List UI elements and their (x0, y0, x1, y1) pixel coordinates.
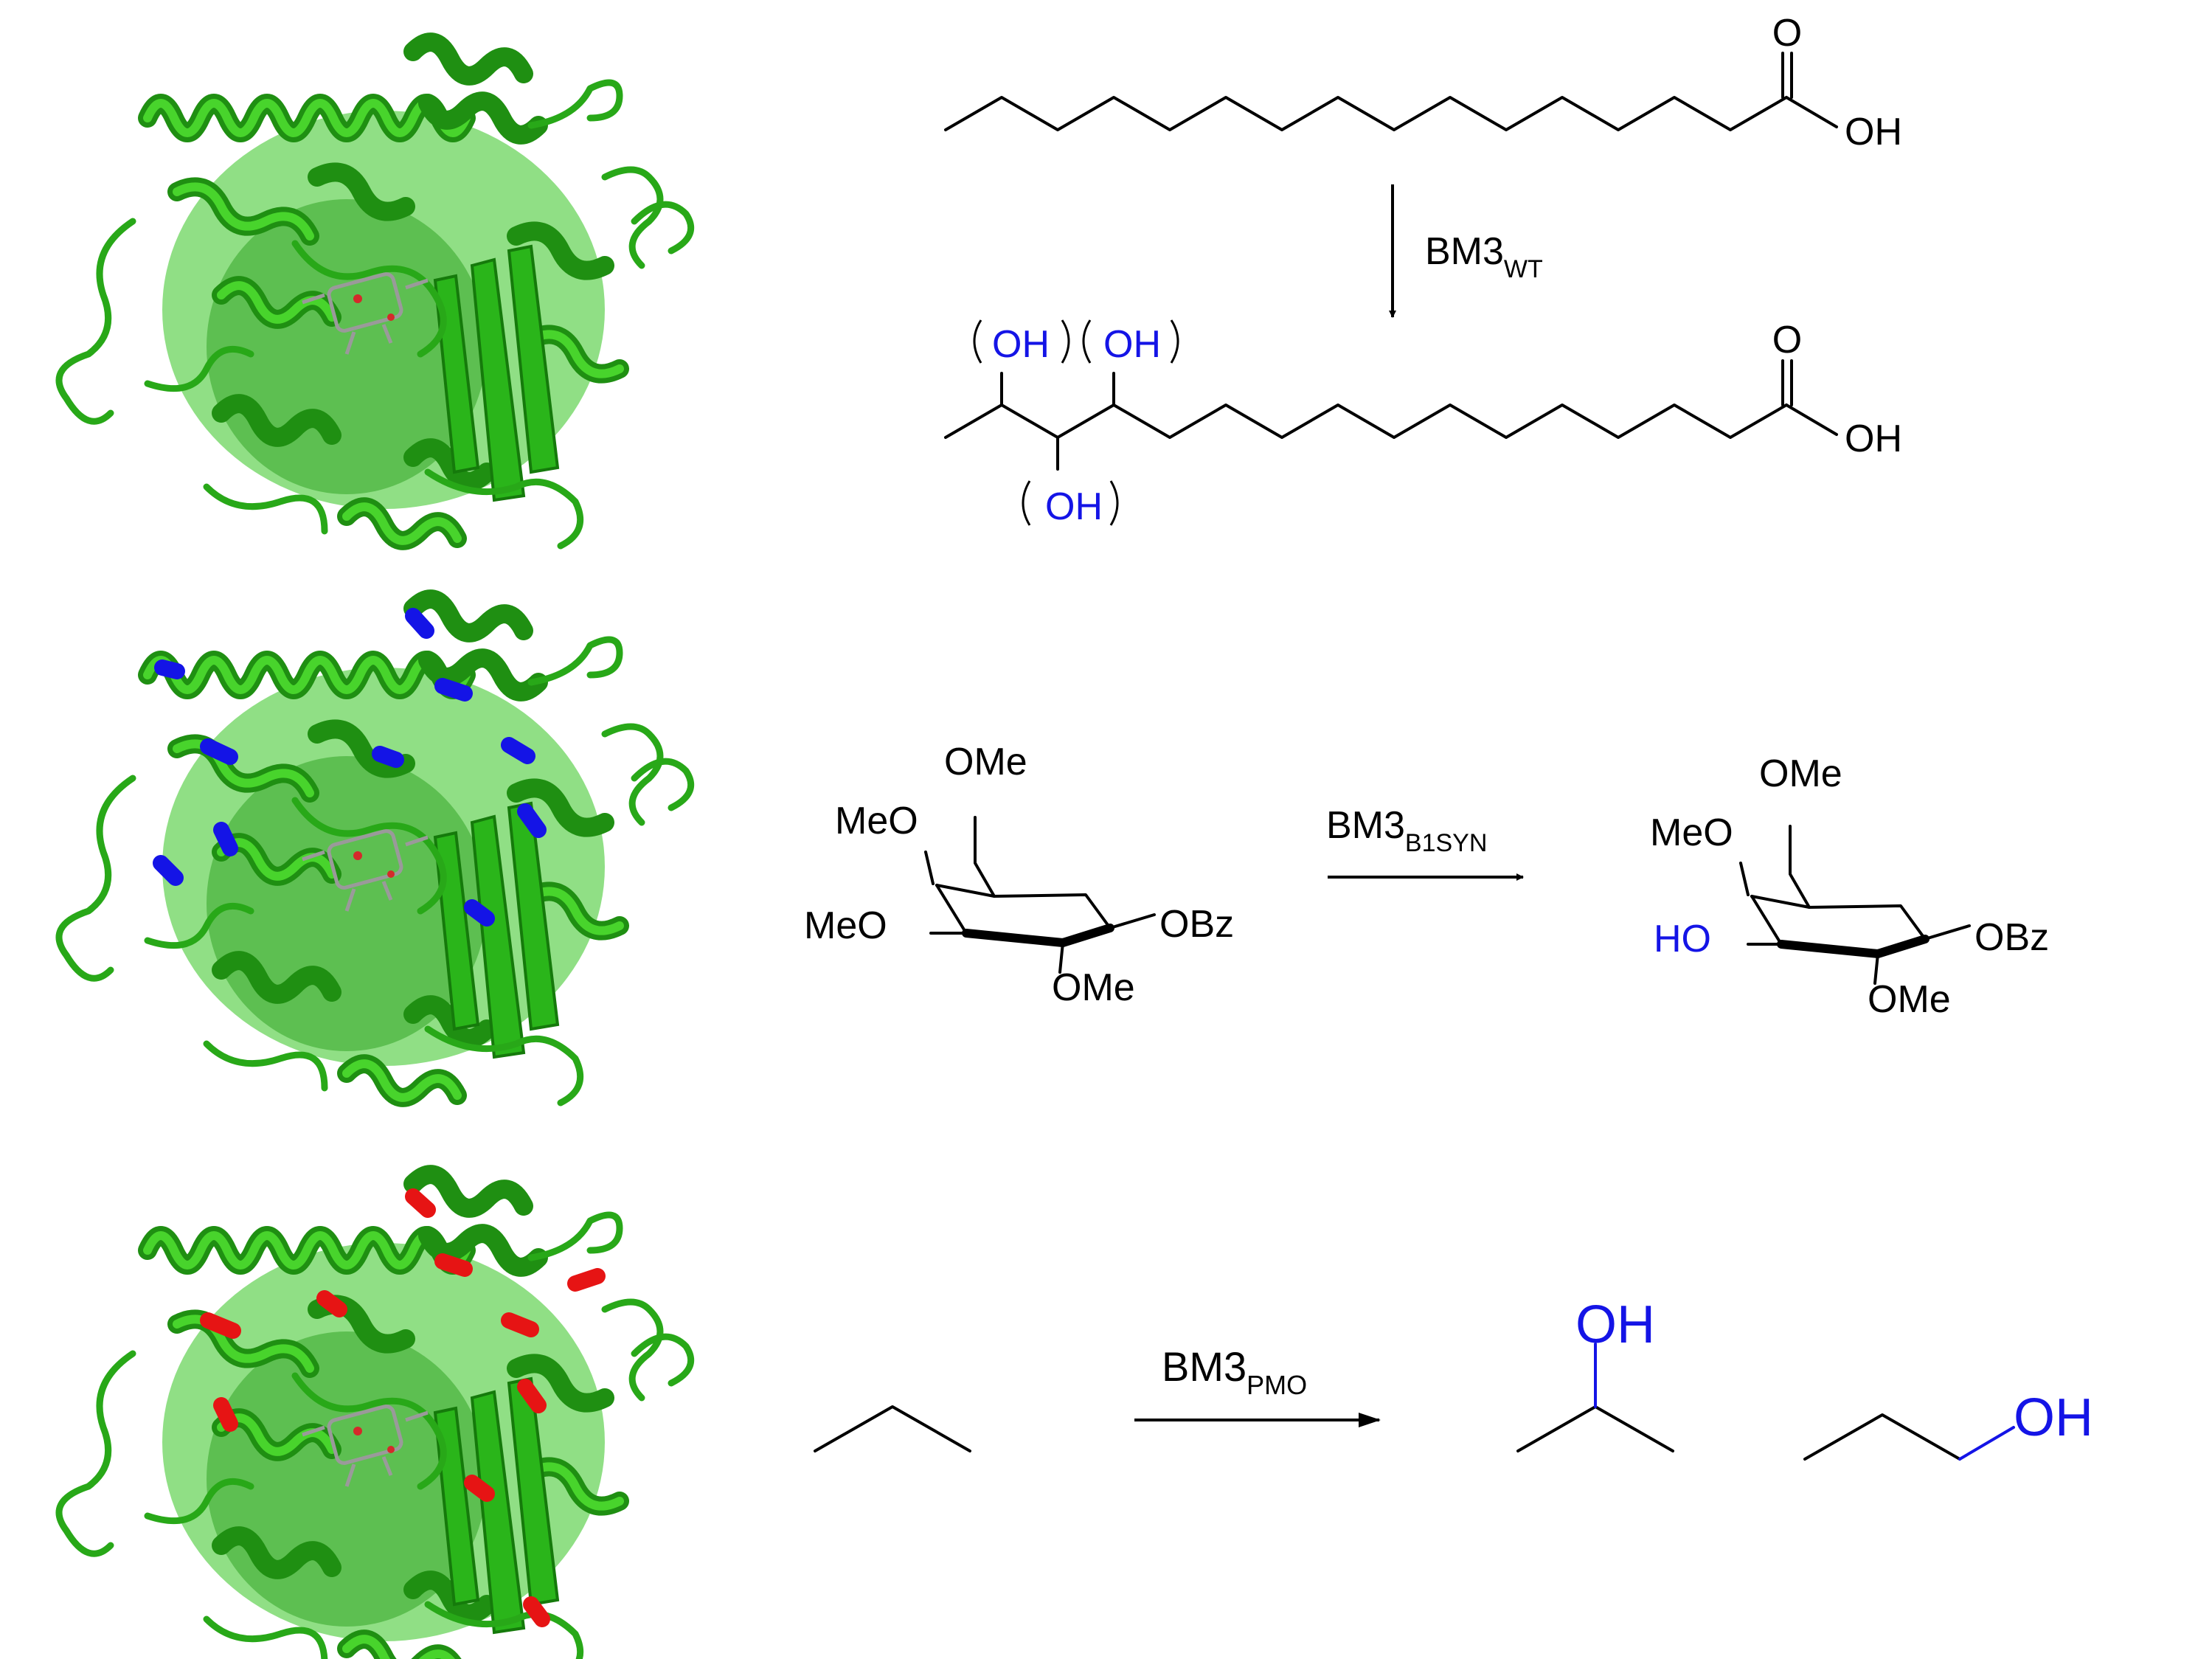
sub-left-lower-meo: MeO (804, 904, 887, 947)
sub-bottom-ome: OMe (1052, 966, 1135, 1009)
product-acid-oh: OH (1845, 418, 1902, 460)
panel-2: OMe MeO MeO OBz OMe BM3B1SYN OMe MeO HO … (59, 599, 2049, 1103)
product-2-propanol: OH (1516, 1295, 1674, 1452)
product-oh-site-1: OH (992, 323, 1050, 366)
product-hydroxy-fatty-acid: O OH OH OH OH (944, 319, 1902, 528)
enzyme-label-pmo: BM3PMO (1162, 1343, 1307, 1400)
prod-new-hydroxyl: HO (1654, 918, 1711, 960)
enzyme-label-wt: BM3WT (1425, 230, 1543, 283)
product-propanol-oh: OH (2014, 1388, 2093, 1447)
prod-top-ome: OMe (1759, 752, 1842, 795)
mutation-highlights-red (200, 1188, 606, 1627)
product-carbon-chain (944, 404, 1788, 439)
prod-left-upper-meo: MeO (1650, 811, 1733, 854)
panel-3: BM3PMO OH OH (59, 1174, 2093, 1659)
substrate-carbon-chain (944, 96, 1788, 131)
sub-top-ome: OMe (944, 741, 1027, 783)
prod-bottom-ome: OMe (1868, 978, 1951, 1021)
product-carbonyl-o: O (1772, 319, 1802, 361)
mutation-highlights-blue (153, 608, 547, 927)
sub-right-obz: OBz (1159, 903, 1234, 946)
product-glucoside: OMe MeO HO OBz OMe (1650, 752, 2049, 1021)
enzyme-label-b1syn: BM3B1SYN (1326, 804, 1487, 857)
protein-structure-pmo (59, 1174, 691, 1659)
substrate-carbonyl-bond (1781, 52, 1793, 99)
protein-structure-b1syn (59, 599, 691, 1103)
substrate-glucoside: OMe MeO MeO OBz OMe (804, 741, 1234, 1009)
panel-1: O OH BM3WT O OH OH OH OH (59, 12, 1902, 546)
product-oh-site-2: OH (1103, 323, 1161, 366)
substrate-fatty-acid: O OH (944, 12, 1902, 153)
product-isopropanol-oh: OH (1575, 1295, 1655, 1354)
product-1-propanol: OH (1803, 1388, 2093, 1461)
sub-left-upper-meo: MeO (835, 800, 918, 842)
substrate-carbonyl-o: O (1772, 12, 1802, 55)
protein-structure-wt (59, 42, 691, 546)
prod-right-obz: OBz (1974, 916, 2049, 959)
substrate-acid-oh: OH (1845, 111, 1902, 153)
product-oh-site-3: OH (1045, 485, 1103, 528)
substrate-propane (814, 1405, 971, 1452)
